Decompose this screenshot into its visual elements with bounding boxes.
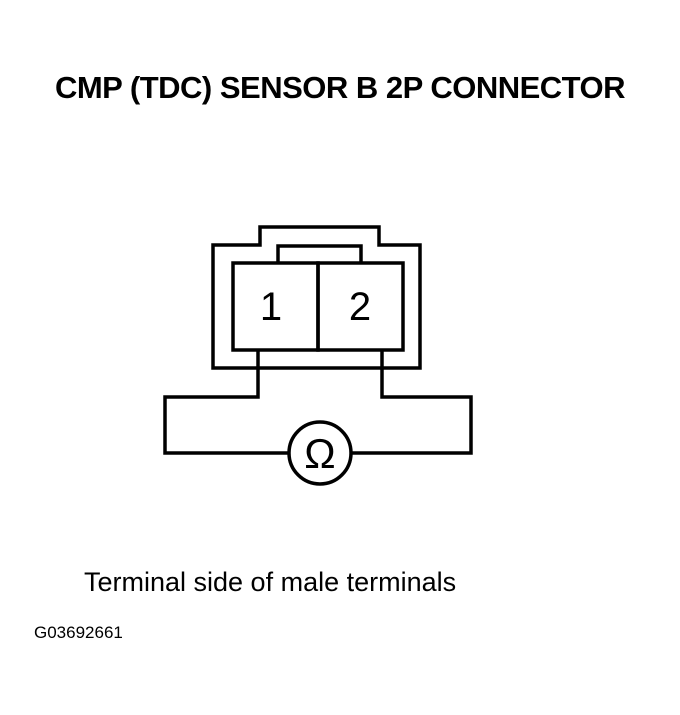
figure-id: G03692661 <box>34 623 123 642</box>
ohmmeter-circle <box>287 420 353 486</box>
connector-lock-rib <box>276 244 363 263</box>
terminal-label-2: 2 <box>349 285 371 329</box>
test-lead-right <box>351 350 473 455</box>
test-lead-left <box>163 350 289 455</box>
terminal-label-1: 1 <box>260 285 282 329</box>
diagram-caption: Terminal side of male terminals <box>84 567 457 597</box>
terminal-cavity-2 <box>316 261 405 352</box>
ohmmeter-symbol: Ω <box>304 430 335 477</box>
diagram-title: CMP (TDC) SENSOR B 2P CONNECTOR <box>54 70 626 105</box>
connector-housing <box>211 225 422 370</box>
